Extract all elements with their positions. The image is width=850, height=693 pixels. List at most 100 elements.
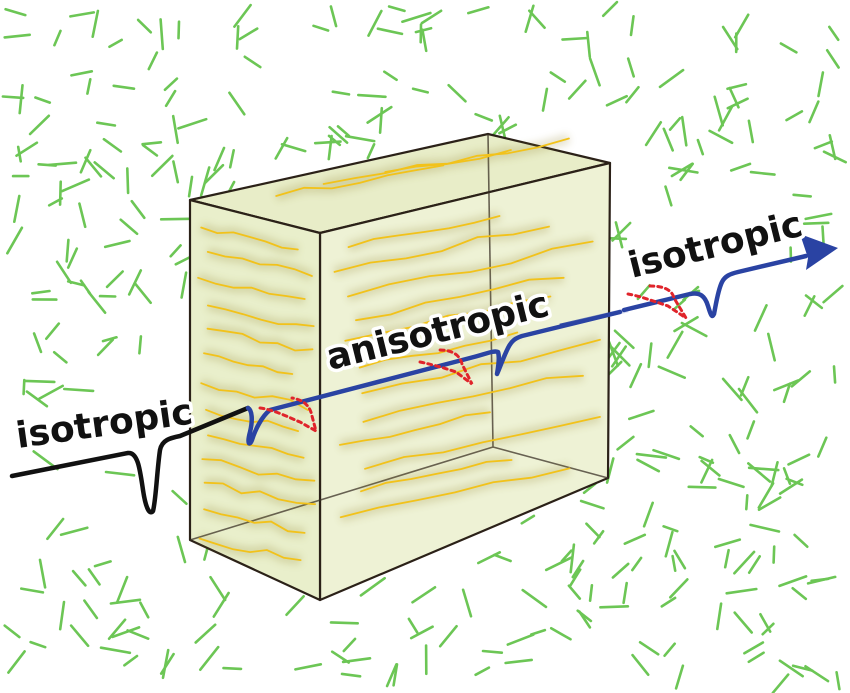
- isotropic-stroke: [366, 143, 376, 160]
- isotropic-stroke: [578, 610, 592, 629]
- fiber-line: [360, 459, 513, 493]
- isotropic-stroke: [474, 112, 494, 122]
- isotropic-stroke: [817, 71, 825, 98]
- isotropic-stroke: [631, 653, 650, 677]
- isotropic-stroke: [757, 481, 775, 509]
- isotropic-stroke: [636, 458, 661, 473]
- isotropic-stroke: [59, 526, 89, 537]
- isotropic-stroke: [150, 154, 174, 178]
- delay-trace-2: [418, 348, 474, 386]
- isotropic-stroke: [29, 640, 47, 649]
- isotropic-stroke: [194, 623, 217, 644]
- isotropic-stroke: [159, 217, 193, 221]
- isotropic-stroke: [115, 575, 129, 605]
- isotropic-stroke: [71, 569, 87, 587]
- isotropic-stroke: [753, 303, 768, 332]
- isotropic-stroke: [729, 162, 752, 172]
- isotropic-stroke: [622, 581, 629, 605]
- isotropic-stroke: [588, 583, 594, 603]
- isotropic-stroke: [3, 33, 32, 39]
- isotropic-stroke: [629, 14, 635, 37]
- isotropic-stroke: [63, 387, 95, 393]
- propagating-wave-fade: [559, 307, 629, 329]
- isotropic-stroke: [567, 79, 587, 100]
- isotropic-stroke: [32, 332, 43, 354]
- isotropic-stroke: [647, 342, 653, 369]
- isotropic-stroke: [199, 645, 220, 672]
- isotropic-stroke: [93, 560, 112, 568]
- fiber-line: [364, 416, 601, 470]
- isotropic-stroke: [344, 134, 376, 143]
- isotropic-stroke: [37, 163, 58, 167]
- isotropic-stroke: [493, 553, 512, 563]
- isotropic-stroke: [521, 588, 548, 609]
- isotropic-stroke: [770, 460, 779, 488]
- isotropic-stroke: [147, 51, 159, 71]
- isotropic-stroke: [70, 70, 94, 77]
- fiber-line: [203, 508, 306, 534]
- isotropic-stroke: [778, 659, 805, 678]
- isotropic-stroke: [687, 485, 717, 489]
- isotropic-stroke: [356, 93, 387, 99]
- isotropic-stroke: [336, 125, 351, 138]
- isotropic-stroke: [761, 622, 775, 636]
- isotropic-stroke: [808, 100, 820, 124]
- isotropic-stroke: [689, 425, 705, 438]
- fiber-line: [339, 411, 491, 446]
- isotropic-stroke: [177, 20, 181, 40]
- isotropic-stroke: [329, 5, 338, 28]
- delay-traces: [258, 284, 688, 435]
- isotropic-stroke: [713, 538, 742, 549]
- isotropic-stroke: [792, 193, 813, 198]
- isotropic-stroke: [821, 225, 825, 245]
- isotropic-stroke: [66, 247, 79, 269]
- outgoing-wave: [621, 253, 809, 319]
- isotropic-stroke: [825, 48, 840, 69]
- isotropic-stroke: [420, 9, 443, 25]
- isotropic-stroke: [209, 575, 227, 602]
- fiber-line: [322, 149, 512, 185]
- isotropic-stroke: [340, 672, 362, 678]
- isotropic-stroke: [717, 104, 734, 132]
- isotropic-stroke: [407, 617, 419, 634]
- isotropic-stroke: [733, 611, 754, 634]
- isotropic-stroke: [696, 138, 705, 156]
- isotropic-stroke: [588, 57, 601, 87]
- isotropic-stroke: [243, 55, 262, 69]
- isotropic-stroke: [4, 7, 27, 17]
- isotropic-stroke: [130, 199, 146, 220]
- isotropic-stroke: [104, 470, 136, 477]
- isotropic-stroke: [58, 600, 66, 631]
- isotropic-stroke: [605, 94, 629, 107]
- isotropic-stroke: [111, 626, 141, 639]
- isotropic-stroke: [782, 382, 792, 404]
- isotropic-stroke: [366, 105, 393, 124]
- isotropic-stroke: [549, 71, 567, 83]
- isotropic-stroke: [105, 270, 124, 289]
- isotropic-stroke: [199, 166, 211, 197]
- isotropic-stroke: [673, 549, 687, 570]
- isotropic-stroke: [778, 575, 808, 588]
- fiber-line: [347, 215, 501, 248]
- isotropic-stroke: [65, 238, 70, 263]
- isotropic-stroke: [367, 9, 383, 37]
- isotropic-stroke: [737, 387, 759, 414]
- isotropic-stroke: [138, 335, 143, 355]
- fiber-line: [355, 276, 565, 322]
- fiber-line: [197, 276, 306, 300]
- isotropic-stroke: [664, 530, 674, 558]
- isotropic-stroke: [53, 29, 62, 47]
- wave-arrowhead: [800, 234, 838, 270]
- isotropic-stroke: [96, 338, 115, 357]
- fiber-line: [384, 137, 570, 173]
- isotropic-stroke: [787, 453, 811, 466]
- isotropic-stroke: [44, 322, 61, 341]
- isotropic-stroke: [376, 27, 404, 36]
- isotropic-stroke: [34, 96, 52, 104]
- isotropic-stroke: [203, 163, 225, 185]
- isotropic-stroke: [835, 670, 841, 691]
- isotropic-stroke: [163, 77, 179, 92]
- fiber-line: [344, 295, 552, 342]
- isotropic-stroke: [733, 13, 750, 39]
